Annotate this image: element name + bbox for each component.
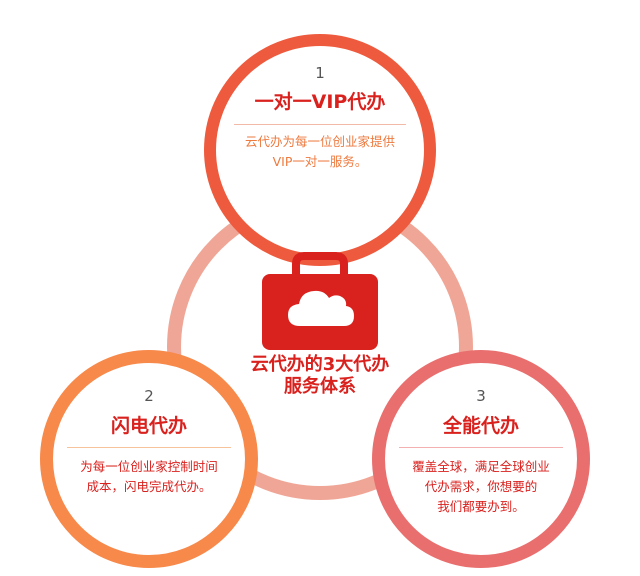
service-title: 一对一VIP代办 xyxy=(254,91,386,113)
center-title: 云代办的3大代办 服务体系 xyxy=(190,354,450,398)
service-description-line: 成本，闪电完成代办。 xyxy=(86,479,212,494)
service-number: 2 xyxy=(144,387,154,405)
service-description-line: 覆盖全球，满足全球创业 xyxy=(412,459,550,474)
service-title: 全能代办 xyxy=(442,415,519,437)
service-description-line: 代办需求，你想要的 xyxy=(424,479,538,494)
divider xyxy=(234,124,406,125)
service-description-line: 云代办为每一位创业家提供 xyxy=(244,134,395,149)
service-description: 云代办为每一位创业家提供 VIP一对一服务。 xyxy=(216,132,424,172)
service-number: 1 xyxy=(315,64,325,82)
cloud-briefcase-icon xyxy=(262,252,378,350)
service-description-line: VIP一对一服务。 xyxy=(272,154,368,169)
center-title-line1: 云代办的3大代办 xyxy=(250,354,390,375)
service-description-line: 为每一位创业家控制时间 xyxy=(80,459,218,474)
service-description: 为每一位创业家控制时间 成本，闪电完成代办。 xyxy=(53,457,245,497)
service-description: 覆盖全球，满足全球创业 代办需求，你想要的 我们都要办到。 xyxy=(385,457,577,517)
service-title: 闪电代办 xyxy=(110,415,187,437)
service-number: 3 xyxy=(476,387,486,405)
divider xyxy=(67,447,231,448)
service-circle-vip: 1 一对一VIP代办 云代办为每一位创业家提供 VIP一对一服务。 xyxy=(204,34,436,266)
service-description-line: 我们都要办到。 xyxy=(437,499,525,514)
center-title-line2: 服务体系 xyxy=(284,376,356,397)
divider xyxy=(399,447,563,448)
